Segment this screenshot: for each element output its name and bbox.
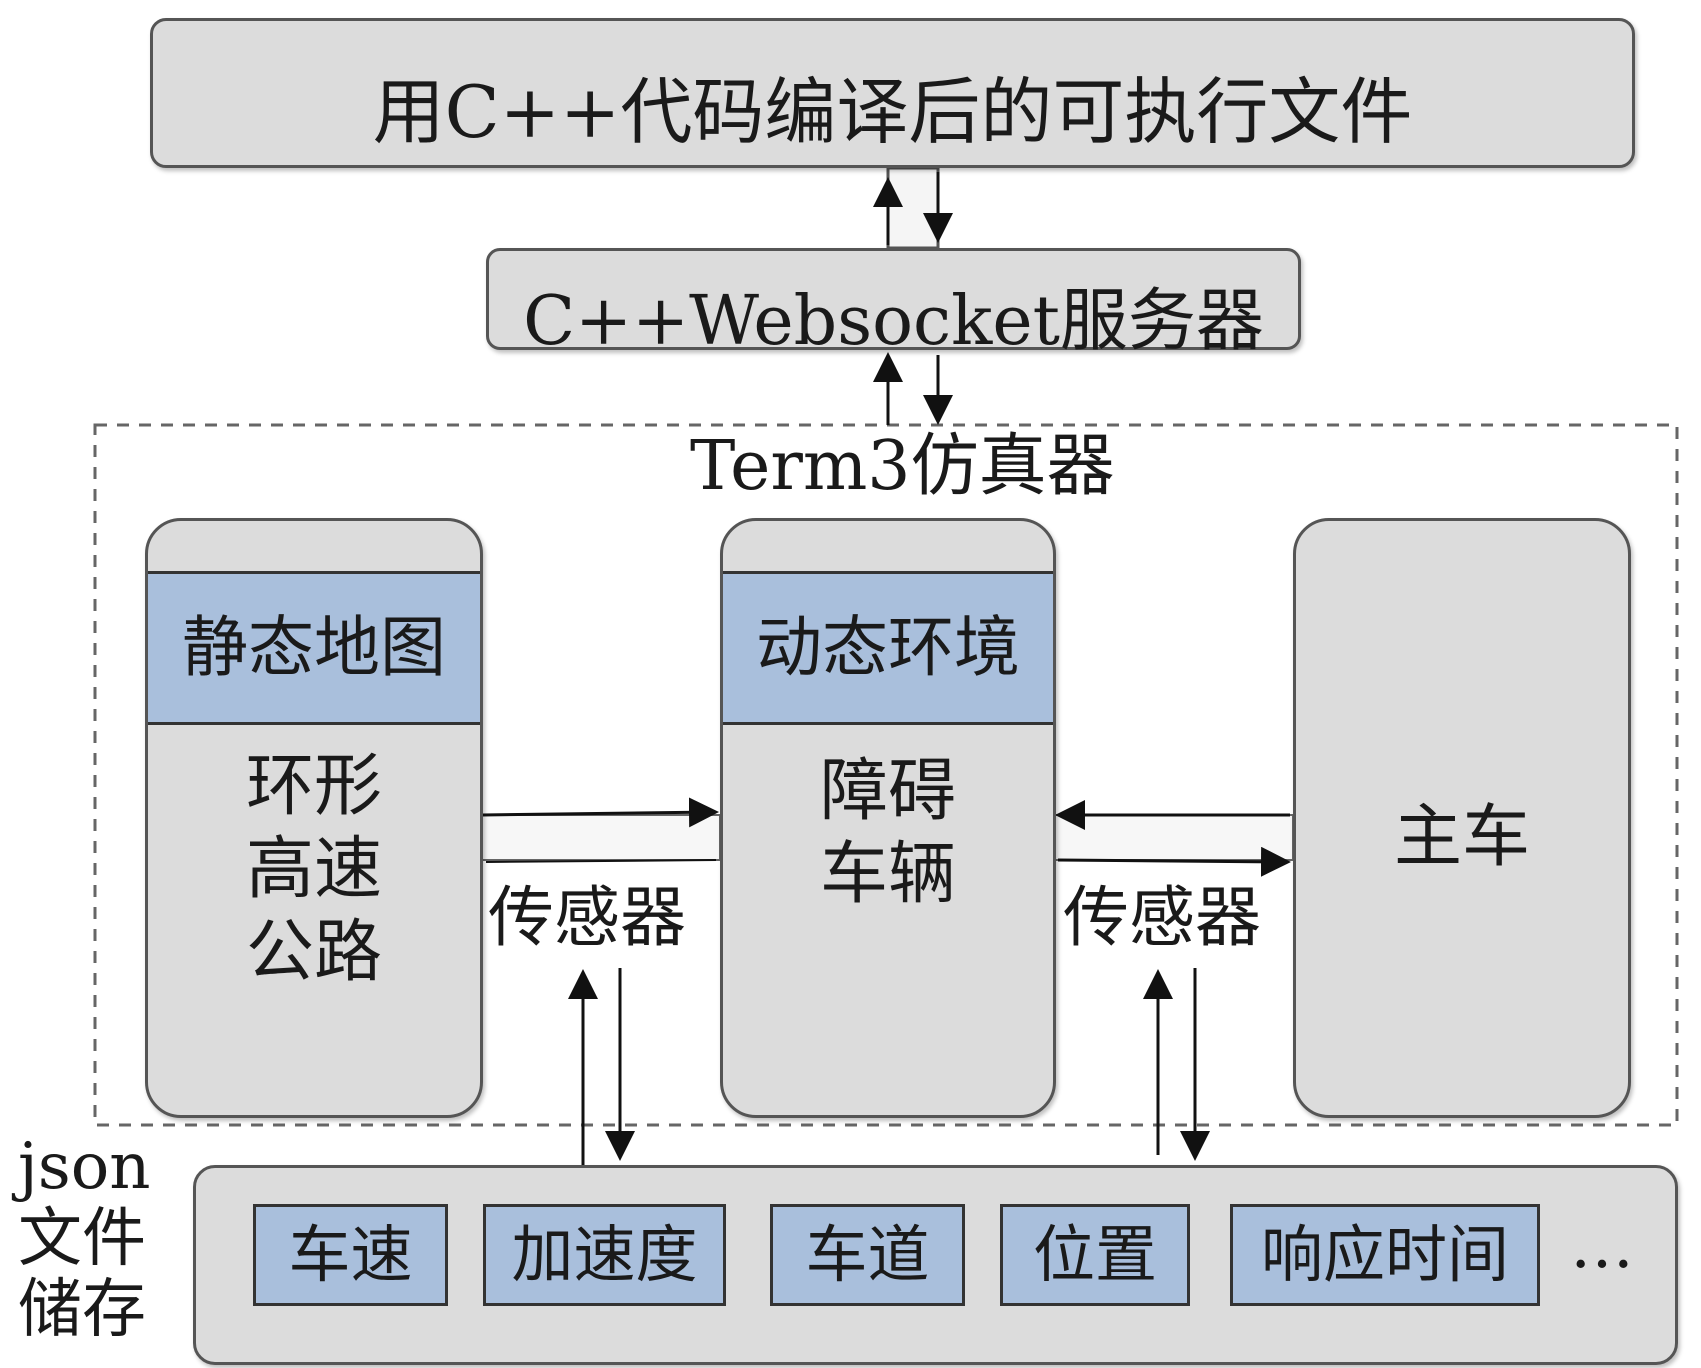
main-vehicle-label: 主车: [1393, 798, 1530, 877]
field-acceleration: 加速度: [483, 1204, 726, 1306]
static-map-body: 环形 高速 公路: [245, 747, 382, 992]
dynamic-env-body: 障碍 车辆: [819, 752, 956, 914]
field-speed: 车速: [253, 1204, 448, 1306]
arrow-top-server: [886, 166, 940, 250]
dynamic-env-header: 动态环境: [723, 571, 1053, 725]
channel-left: [479, 814, 721, 861]
executable-label: 用C++代码编译后的可执行文件: [372, 70, 1413, 154]
arrow-left-to-dynamic: [481, 797, 719, 828]
static-map-box: 静态地图 环形 高速 公路: [145, 518, 483, 1118]
arrow-right-to-main: [1057, 846, 1291, 877]
main-vehicle-box: 主车: [1293, 518, 1631, 1118]
field-response-time: 响应时间: [1230, 1204, 1540, 1306]
channel-right: [1052, 814, 1294, 861]
sensor-left-label: 传感器: [488, 879, 686, 956]
arrow-left-back: [485, 859, 717, 863]
field-position: 位置: [1000, 1204, 1190, 1306]
field-lane: 车道: [770, 1204, 965, 1306]
dynamic-env-box: 动态环境 障碍 车辆: [720, 518, 1056, 1118]
sensor-right-label: 传感器: [1063, 879, 1261, 956]
storage-title: json 文件 储存: [18, 1130, 151, 1348]
websocket-server-box: C++Websocket服务器: [486, 248, 1301, 361]
static-map-header: 静态地图: [148, 571, 480, 725]
simulator-title: Term3仿真器: [690, 427, 1115, 506]
executable-box: 用C++代码编译后的可执行文件: [150, 18, 1635, 168]
field-ellipsis: …: [1570, 1209, 1634, 1283]
simulator-region: [93, 423, 1679, 1127]
websocket-server-label: C++Websocket服务器: [523, 282, 1264, 361]
